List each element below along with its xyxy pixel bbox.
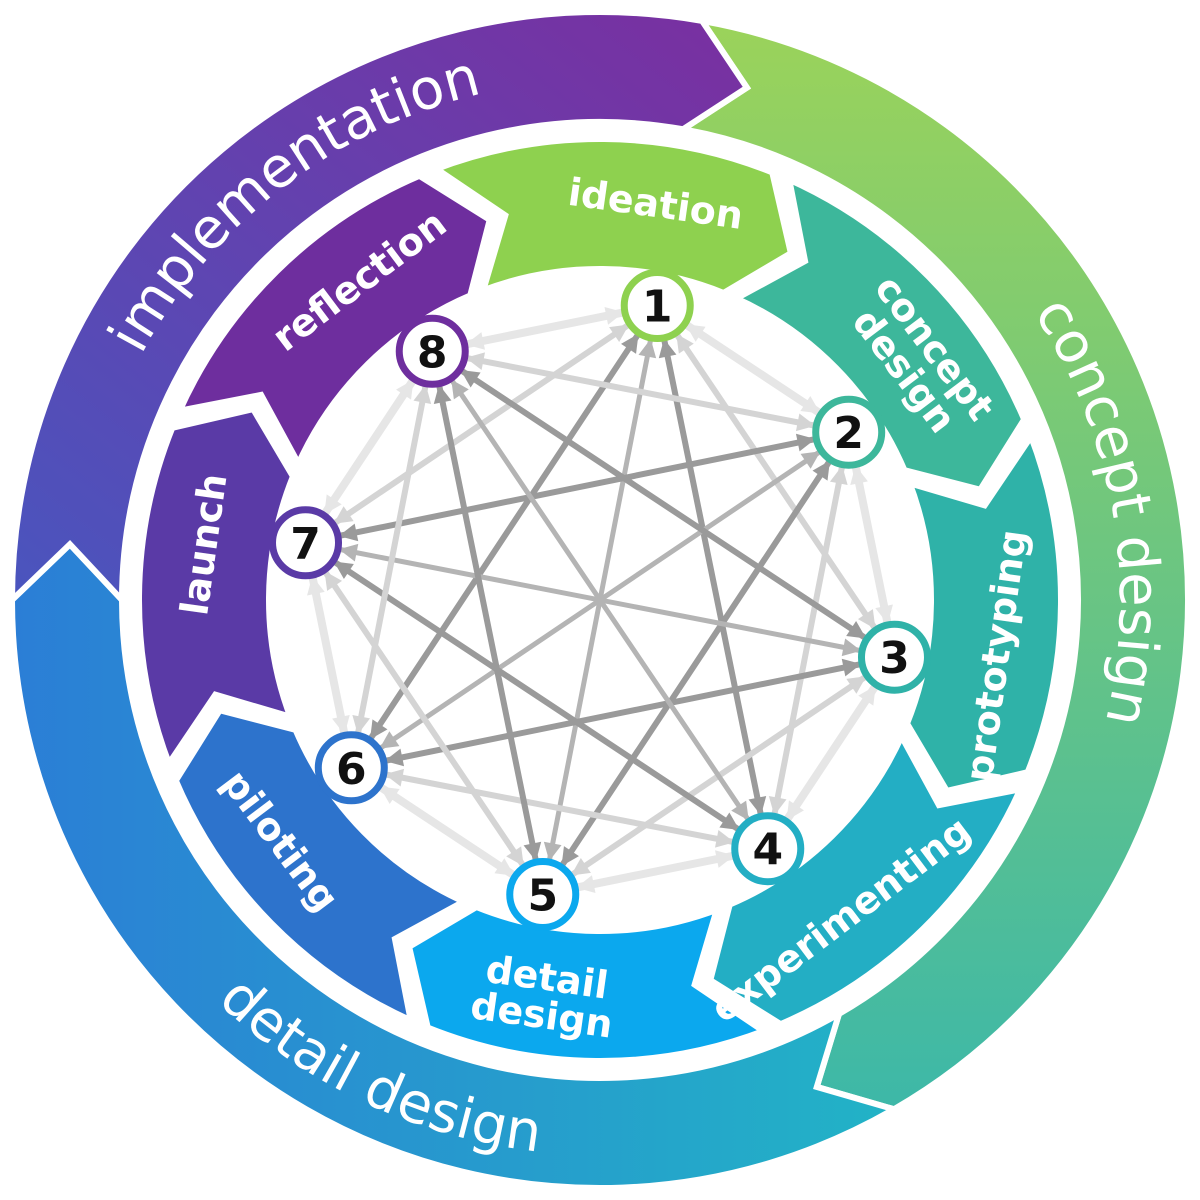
transition-arrows [307,307,893,893]
stage-band-2 [725,171,1030,496]
svg-text:5: 5 [527,870,558,921]
stage-node-3: 3 [857,620,931,694]
svg-text:1: 1 [642,282,673,333]
stage-band-8 [171,170,496,475]
outer-phase-implementation [8,9,752,608]
stage-node-2: 2 [812,395,886,469]
outer-phase-ring [8,9,1191,1191]
stage-band-3 [901,425,1066,797]
stage-band-7 [134,403,299,775]
stage-node-1: 1 [620,269,694,343]
outer-phase-concept [675,16,1191,1113]
stage-node-7: 7 [269,506,343,580]
svg-text:4: 4 [752,825,783,876]
svg-text:2: 2 [833,408,864,459]
stage-band-5 [403,901,775,1066]
svg-text:3: 3 [879,633,910,684]
svg-text:8: 8 [417,327,448,378]
stage-node-5: 5 [506,857,580,931]
stage-node-8: 8 [395,314,469,388]
stage-nodes: 1 2 3 4 5 6 7 8 [269,269,931,931]
inner-stage-ring [134,134,1066,1066]
stage-band-6 [170,704,475,1029]
svg-text:7: 7 [290,519,321,570]
stage-node-4: 4 [731,812,805,886]
svg-text:6: 6 [336,744,367,795]
stage-node-6: 6 [314,731,388,805]
stage-band-4 [704,725,1029,1030]
stage-band-1 [425,134,797,299]
